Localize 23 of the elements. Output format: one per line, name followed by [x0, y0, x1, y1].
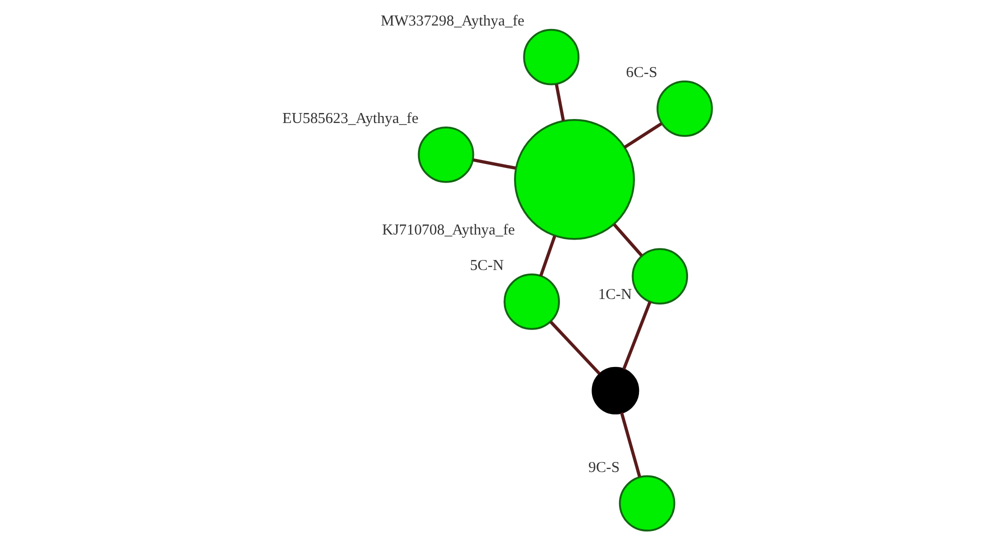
node-label: 5C-N [470, 257, 504, 274]
node-label: EU585623_Aythya_fe [282, 110, 418, 128]
node-circle [656, 80, 713, 137]
node-circle [504, 274, 560, 330]
connector [550, 320, 600, 375]
connector [622, 301, 652, 370]
node-circle [418, 126, 474, 183]
node-circle [523, 28, 580, 86]
node-label: 1C-N [598, 286, 632, 304]
connector [620, 412, 642, 478]
node-label: 6C-S [626, 64, 658, 82]
node-circle [632, 248, 688, 304]
connector [554, 84, 565, 122]
node-label: MW337298_Aythya_fe [380, 12, 524, 30]
connector [539, 235, 556, 276]
node-circle [592, 366, 640, 414]
node-label: KJ710708_Aythya_fe [382, 222, 515, 239]
connector [472, 158, 516, 170]
connector [624, 122, 662, 149]
node-circle [514, 119, 635, 240]
connector [613, 223, 643, 257]
node-label: 9C-S [588, 458, 620, 476]
node-circle [618, 475, 676, 532]
